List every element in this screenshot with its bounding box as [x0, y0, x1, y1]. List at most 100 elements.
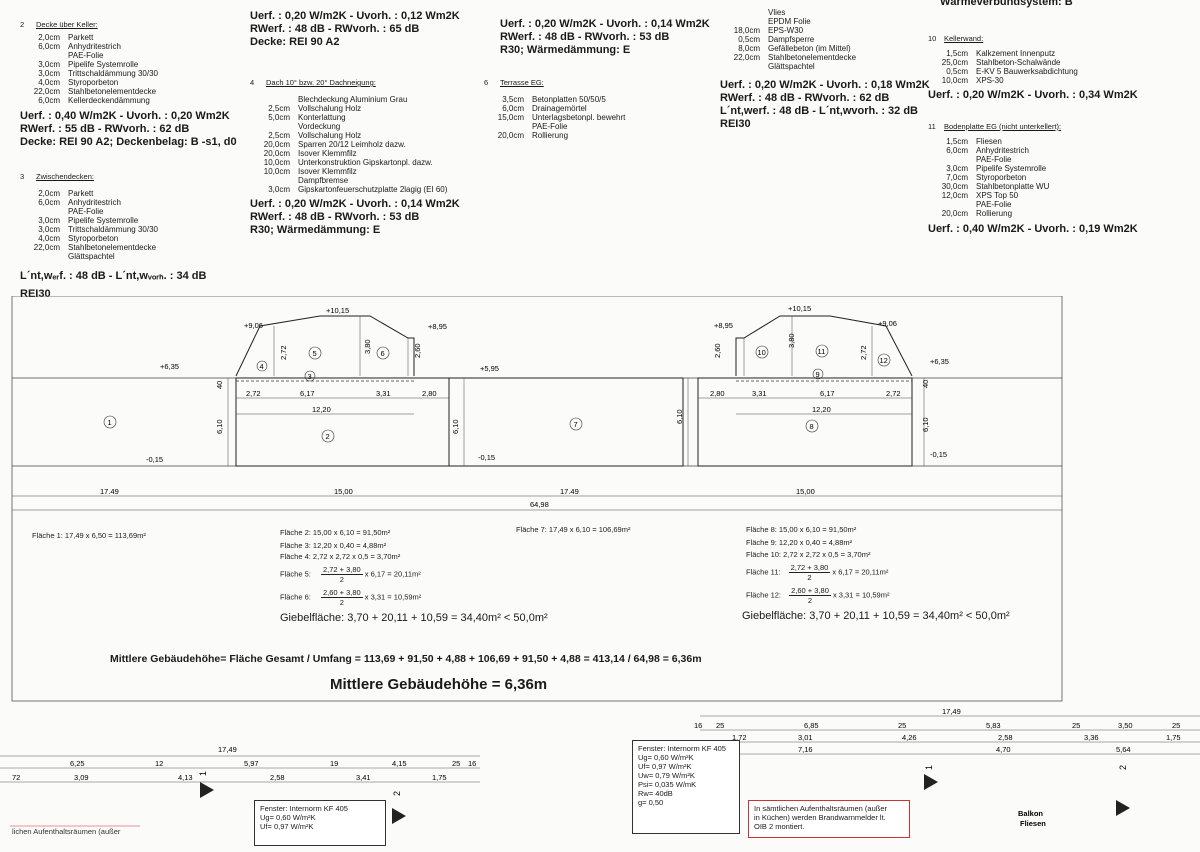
area-marker: 8: [805, 419, 819, 433]
gable-area-right: Giebelfläche: 3,70 + 20,11 + 10,59 = 34,…: [742, 610, 1010, 622]
dim-label: 25: [1172, 721, 1180, 730]
svg-text:9: 9: [816, 370, 820, 379]
fire-class: R30; Wärmedämmung: E: [250, 224, 381, 236]
dim-label: 2,80: [422, 389, 437, 398]
dim-label: 25: [1072, 721, 1080, 730]
plan-note: lichen Aufenthaltsräumen (außer: [12, 827, 121, 836]
layer-row: Glättspachtel: [68, 252, 115, 261]
floor-plan-right: 17,49 16 25 6,85 25 5,83 25 3,50 25 1,72…: [694, 708, 1200, 828]
area-calc-2: Fläche 2: 15,00 x 6,10 = 91,50m²: [280, 528, 391, 537]
area-marker: 12: [877, 353, 891, 367]
dim-label: 2,58: [998, 733, 1013, 742]
svg-text:11: 11: [818, 347, 826, 356]
svg-text:2: 2: [326, 432, 330, 441]
dim-label: 5,64: [1116, 745, 1131, 754]
dim-label: 16: [468, 759, 476, 768]
rw-value: RWerf. : 48 dB - RWvorh. : 53 dB: [500, 31, 670, 43]
area-calc-7: Fläche 7: 17,49 x 6,10 = 106,69m²: [516, 525, 631, 534]
u-value: Uerf. : 0,40 W/m2K - Uvorh. : 0,19 Wm2K: [928, 223, 1138, 235]
level-label: +9,06: [878, 319, 897, 328]
u-value: Uerf. : 0,20 W/m2K - Uvorh. : 0,14 Wm2K: [250, 198, 460, 210]
svg-text:2: 2: [392, 791, 402, 796]
dim-label: 2,72: [279, 345, 288, 360]
dim-label: 12,20: [312, 405, 331, 414]
fire-class: REI30: [720, 118, 751, 130]
room-label: Balkon: [1018, 809, 1043, 818]
dim-label: 4,26: [902, 733, 917, 742]
svg-text:2: 2: [1118, 765, 1128, 770]
dim-label: 3,31: [376, 389, 391, 398]
u-value: Uerf. : 0,20 W/m2K - Uvorh. : 0,34 Wm2K: [928, 89, 1138, 101]
svg-text:12: 12: [880, 356, 888, 365]
dim-label: 3,80: [363, 339, 372, 354]
dim-label: 64,98: [530, 500, 549, 509]
dim-label: 7,16: [798, 745, 813, 754]
layer-row: PAE-Folie: [976, 155, 1012, 164]
dim-label: 2,72: [246, 389, 261, 398]
area-calc-8: Fläche 8: 15,00 x 6,10 = 91,50m²: [746, 525, 857, 534]
dim-label: 40: [215, 381, 224, 389]
dim-label: 17.49: [100, 487, 119, 496]
section-marker-arrow: 2: [1116, 765, 1130, 816]
level-label: -0,15: [930, 450, 947, 459]
room-label: Fliesen: [1020, 819, 1046, 828]
level-label: -0,15: [146, 455, 163, 464]
dim-label: 4,70: [996, 745, 1011, 754]
level-label: -0,15: [478, 453, 495, 462]
column-3-top: Uerf. : 0,20 W/m2K - Uvorh. : 0,14 Wm2K …: [500, 18, 710, 57]
dim-label: 17.49: [560, 487, 579, 496]
right-building: [697, 377, 913, 467]
dim-label: 1,75: [1166, 733, 1181, 742]
dim-label: 72: [12, 773, 20, 782]
u-value: Uerf. : 0,20 W/m2K - Uvorh. : 0,18 Wm2K: [720, 79, 930, 91]
dim-label: 19: [330, 759, 338, 768]
area-calc-1: Fläche 1: 17,49 x 6,50 = 113,69m²: [32, 531, 146, 540]
layer-row: PAE-Folie: [976, 200, 1012, 209]
u-value: Uerf. : 0,20 W/m2K - Uvorh. : 0,12 Wm2K: [250, 10, 460, 22]
dim-label: 15,00: [334, 487, 353, 496]
dim-label: 2,60: [713, 343, 722, 358]
section-marker-arrow: 1: [924, 765, 938, 790]
dim-label: 25: [898, 721, 906, 730]
lnt-value: L´nt,wₑᵣf. : 48 dB - L´nt,wᵥₒᵣₕ. : 34 dB: [20, 270, 207, 282]
svg-text:1: 1: [924, 765, 934, 770]
layer-row: Blechdeckung Aluminium Grau: [298, 95, 408, 104]
dim-label: 3,50: [1118, 721, 1133, 730]
area-calc-9: Fläche 9: 12,20 x 0,40 = 4,88m²: [746, 538, 853, 547]
dim-label: 4,15: [392, 759, 407, 768]
dim-label: 16: [694, 721, 702, 730]
